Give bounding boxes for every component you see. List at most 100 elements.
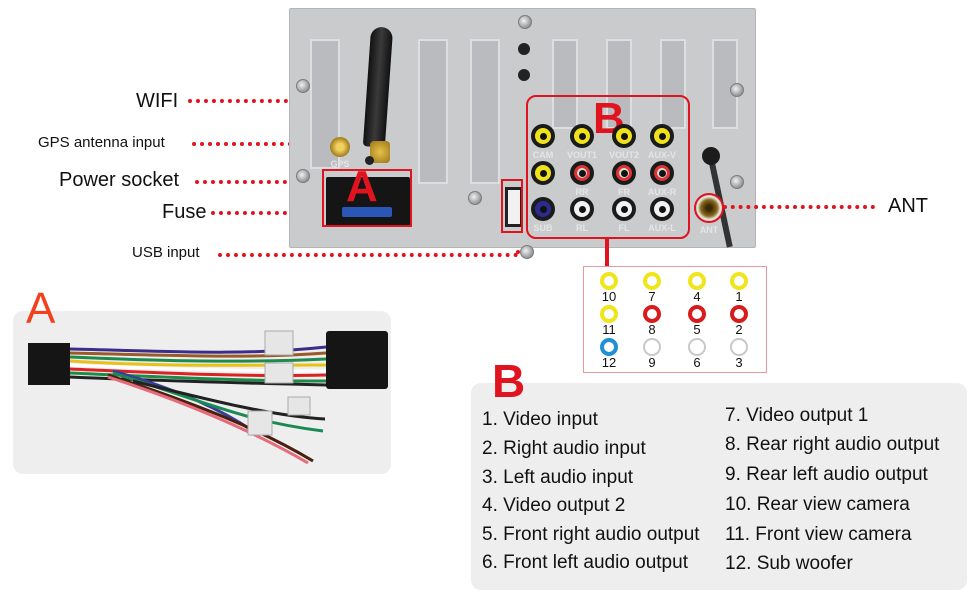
port-label-rl: RL (576, 223, 588, 233)
jack-10: 10 (599, 272, 619, 304)
jack-11: 11 (599, 305, 619, 337)
usb-leader-line (218, 253, 518, 257)
b-connector-line (605, 238, 609, 268)
mic-hole (365, 156, 374, 165)
rca-jack-aux-l (650, 197, 674, 221)
description-item-11: 11. Front view camera (725, 524, 912, 545)
section-a-highlight (322, 169, 412, 227)
fuse-icon (342, 207, 392, 217)
jack-3: 3 (729, 338, 749, 370)
jack-12: 12 (599, 338, 619, 370)
mount-hole (518, 43, 530, 55)
jack-2: 2 (729, 305, 749, 337)
usb-highlight (501, 179, 523, 233)
jack-number-grid: 10 7 4 1 11 8 5 2 12 9 6 3 (583, 266, 767, 373)
harness-connector-left (28, 343, 70, 385)
vent-slot (660, 39, 686, 129)
jack-8: 8 (642, 305, 662, 337)
port-label-sub: SUB (533, 223, 553, 233)
wire-label-tag (264, 362, 294, 384)
fuse-label: Fuse (162, 201, 207, 223)
port-label-aux-r: AUX-R (647, 187, 677, 197)
ant-leader-line (723, 205, 875, 209)
rca-jack-fl (612, 197, 636, 221)
harness-connector-right (326, 331, 388, 389)
mount-hole (518, 69, 530, 81)
vent-slot (606, 39, 632, 129)
head-unit-rear-panel: GPS A B CAM VOUT1 VOUT2 AUX-V RR FR AUX-… (289, 8, 756, 259)
rca-jack-cam (531, 124, 555, 148)
rca-jack-vout1 (570, 124, 594, 148)
jack-5: 5 (687, 305, 707, 337)
section-a-marker: A (346, 162, 378, 211)
jack-7: 7 (642, 272, 662, 304)
description-item-9: 9. Rear left audio output (725, 464, 928, 485)
rca-jack-rr (570, 161, 594, 185)
port-label-cam: CAM (532, 150, 554, 160)
jack-9: 9 (642, 338, 662, 370)
description-item-5: 5. Front right audio output (482, 524, 700, 545)
wiring-harness-card (13, 311, 391, 474)
port-label-vout1: VOUT1 (566, 150, 597, 160)
port-label-aux-l: AUX-L (648, 223, 676, 233)
description-item-1: 1. Video input (482, 409, 598, 430)
gps-port-label: GPS (330, 159, 350, 169)
description-item-12: 12. Sub woofer (725, 553, 853, 574)
wifi-antenna-icon (362, 26, 394, 148)
wifi-leader-line (188, 99, 376, 103)
rca-jack-sub (531, 197, 555, 221)
port-label-aux-v: AUX-V (647, 150, 676, 160)
port-label-vout2: VOUT2 (608, 150, 639, 160)
port-label-ant: ANT (699, 225, 719, 235)
power-socket-label: Power socket (59, 169, 180, 191)
wire-label-tag (287, 396, 311, 416)
panel-section-b-label: B (492, 355, 526, 407)
gps-leader-line (192, 142, 340, 146)
power-socket-icon (326, 177, 410, 227)
screw-icon (520, 245, 534, 259)
ant-label: ANT (888, 195, 928, 217)
description-item-2: 2. Right audio input (482, 438, 646, 459)
rca-jack-rl (570, 197, 594, 221)
ant-socket-icon (694, 193, 724, 223)
rca-jack-video-in (531, 161, 555, 185)
cable-grommet-icon (702, 147, 720, 165)
rca-jack-fr (612, 161, 636, 185)
jack-6: 6 (687, 338, 707, 370)
screw-icon (730, 175, 744, 189)
description-item-8: 8. Rear right audio output (725, 434, 940, 455)
screw-icon (468, 191, 482, 205)
rca-jack-aux-r (650, 161, 674, 185)
port-label-fr: FR (618, 187, 630, 197)
vent-slot (552, 39, 578, 129)
description-item-4: 4. Video output 2 (482, 495, 626, 516)
usb-input-label: USB input (132, 244, 200, 261)
gps-connector-icon (330, 137, 350, 157)
rca-jack-vout2 (612, 124, 636, 148)
rca-jack-aux-v (650, 124, 674, 148)
wifi-label: WIFI (136, 90, 179, 112)
jack-1: 1 (729, 272, 749, 304)
screw-icon (296, 169, 310, 183)
wiring-harness-illustration (28, 330, 388, 465)
gps-antenna-label: GPS antenna input (38, 134, 165, 151)
wifi-connector-icon (370, 141, 390, 163)
harness-section-a-label: A (26, 284, 56, 333)
screw-icon (730, 83, 744, 97)
vent-slot (418, 39, 448, 184)
power-leader-line (195, 180, 335, 184)
description-item-6: 6. Front left audio output (482, 552, 688, 573)
description-item-7: 7. Video output 1 (725, 405, 869, 426)
screw-icon (518, 15, 532, 29)
wire-label-tag (247, 410, 273, 436)
description-item-3: 3. Left audio input (482, 467, 634, 488)
port-label-fl: FL (618, 223, 630, 233)
port-label-rr: RR (575, 187, 589, 197)
screw-icon (296, 79, 310, 93)
vent-slot (470, 39, 500, 184)
fuse-leader-line (211, 211, 335, 215)
jack-4: 4 (687, 272, 707, 304)
wire-label-tag (264, 330, 294, 356)
description-item-10: 10. Rear view camera (725, 494, 910, 515)
connection-description-panel: 1. Video input 2. Right audio input 3. L… (471, 383, 967, 590)
